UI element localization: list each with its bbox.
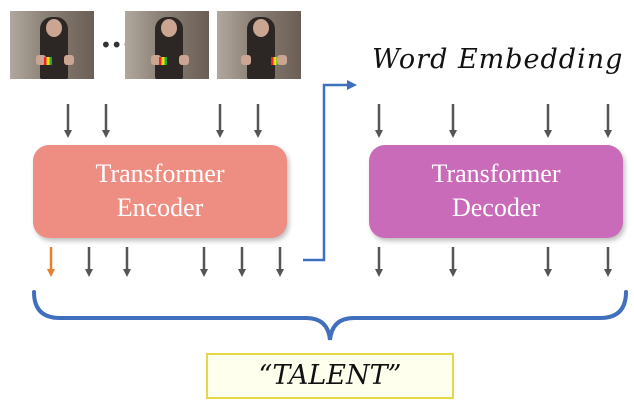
encoder-title-line1: Transformer — [95, 159, 225, 188]
output-label-text: “TALENT” — [258, 360, 402, 391]
encoder-to-embedding-connector — [303, 80, 357, 262]
decoder-input-arrows — [375, 104, 612, 138]
transformer-encoder-block: Transformer Encoder — [33, 145, 287, 238]
video-frame-3 — [217, 11, 301, 79]
output-label-box: “TALENT” — [206, 353, 454, 399]
video-frame-1 — [10, 11, 94, 79]
decoder-title-line1: Transformer — [431, 159, 561, 188]
decoder-output-arrows — [375, 247, 612, 277]
word-embedding-label: Word Embedding — [372, 44, 624, 75]
encoder-title-line2: Encoder — [116, 193, 204, 222]
encoder-output-arrows — [85, 247, 284, 277]
decoder-title-line2: Decoder — [451, 193, 541, 222]
encoder-input-arrows — [64, 104, 262, 138]
output-brace — [32, 290, 628, 341]
transformer-decoder-block: Transformer Decoder — [369, 145, 623, 238]
video-frame-2 — [125, 11, 209, 79]
